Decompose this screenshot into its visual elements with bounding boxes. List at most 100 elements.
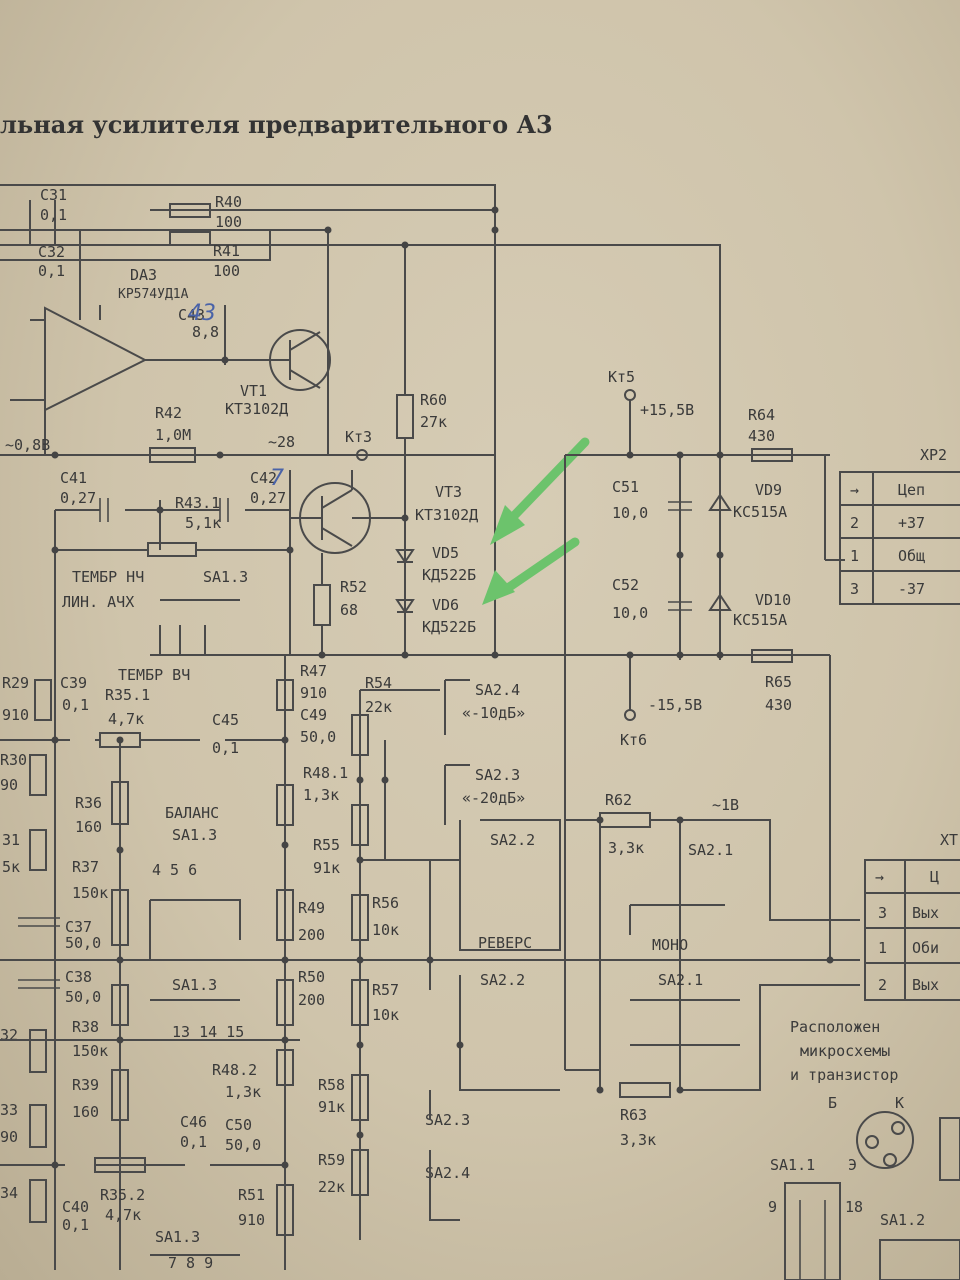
label-mono: МОНО (652, 936, 688, 954)
label-r56: R56 (372, 894, 399, 912)
label-c42-value: 0,27 (250, 489, 286, 507)
label-revers: РЕВЕРС (478, 934, 532, 952)
label-sa2-1-a: SA2.1 (688, 841, 733, 859)
testpoint-kt6 (624, 709, 636, 721)
resistor-r36 (111, 781, 129, 825)
label-location-3: и транзистор (790, 1066, 898, 1084)
potentiometer-r35-2 (94, 1157, 146, 1173)
label-kt6: Кт6 (620, 731, 647, 749)
label-r35-1: R35.1 (105, 686, 150, 704)
xp2-row-4-text: -37 (898, 580, 925, 598)
label-location-2: микросхемы (800, 1042, 890, 1060)
label-vd6: VD6 (432, 596, 459, 614)
resistor-r33 (29, 1104, 47, 1148)
resistor-r65 (751, 649, 793, 663)
resistor-r34 (29, 1179, 47, 1223)
label-c51: C51 (612, 478, 639, 496)
label-r59-value: 22к (318, 1178, 345, 1196)
label-c41-value: 0,27 (60, 489, 96, 507)
resistor-r31 (29, 829, 47, 871)
label-pin-k: К (895, 1094, 904, 1112)
label-sa1-3-d: SA1.3 (155, 1228, 200, 1246)
diode-vd5 (395, 549, 415, 564)
xp2-row-2-num: 2 (850, 514, 859, 532)
label-c43-value: 8,8 (192, 323, 219, 341)
resistor-r37 (111, 889, 129, 946)
label-r62: R62 (605, 791, 632, 809)
xp2-row-1-num: → (850, 481, 859, 499)
label-pin-b: Б (828, 1094, 837, 1112)
label-da3: DA3 (130, 266, 157, 284)
resistor-r64 (751, 448, 793, 462)
label-c46-value: 0,1 (180, 1133, 207, 1151)
label-vt3: VT3 (435, 483, 462, 501)
label-r33-value: 90 (0, 1128, 18, 1146)
pin-b-circle (865, 1135, 879, 1149)
label-r38: R38 (72, 1018, 99, 1036)
label-r36: R36 (75, 794, 102, 812)
label-r50: R50 (298, 968, 325, 986)
label-r43-1-value: 5,1к (185, 514, 221, 532)
label-c39: C39 (60, 674, 87, 692)
label-r49: R49 (298, 899, 325, 917)
label-r48-2-value: 1,3к (225, 1083, 261, 1101)
label-c37: C37 (65, 918, 92, 936)
label-r58-value: 91к (318, 1098, 345, 1116)
resistor-r39 (111, 1069, 129, 1121)
label-r60-value: 27к (420, 413, 447, 431)
label-c52: C52 (612, 576, 639, 594)
label-sa1-3-a: SA1.3 (203, 568, 248, 586)
label-r32: 32 (0, 1026, 18, 1044)
resistor-r54 (351, 714, 369, 756)
label-r62-value: 3,3к (608, 839, 644, 857)
xt-row-3-num: 1 (878, 939, 887, 957)
pin-k-circle (891, 1121, 905, 1135)
resistor-r47 (276, 679, 294, 711)
label-r65: R65 (765, 673, 792, 691)
label-sa2-1-b: SA2.1 (658, 971, 703, 989)
label-xt: ХТ (940, 831, 958, 849)
resistor-r32 (29, 1029, 47, 1073)
label-r56-value: 10к (372, 921, 399, 939)
label-kt5: Кт5 (608, 368, 635, 386)
label-r36-value: 160 (75, 818, 102, 836)
label-r57: R57 (372, 981, 399, 999)
label-r30-value: 90 (0, 776, 18, 794)
label-c38-value: 50,0 (65, 988, 101, 1006)
label-r40: R40 (215, 193, 242, 211)
label-plus-15-5: +15,5В (640, 401, 694, 419)
resistor-r29 (34, 679, 52, 721)
label-r31: 31 (2, 831, 20, 849)
label-r29: R29 (2, 674, 29, 692)
resistor-r30 (29, 754, 47, 796)
label-pin-e: Э (848, 1156, 857, 1174)
xp2-row-1-text: Цеп (898, 481, 925, 499)
label-c40: C40 (62, 1198, 89, 1216)
label-r55-value: 91к (313, 859, 340, 877)
testpoint-kt3 (356, 449, 368, 461)
label-sa1-1: SA1.1 (770, 1156, 815, 1174)
top-wires (0, 184, 721, 655)
opamp-da3 (44, 306, 148, 412)
label-r39: R39 (72, 1076, 99, 1094)
label-xp2: XP2 (920, 446, 947, 464)
label-sa1-1-pin-9: 9 (768, 1198, 777, 1216)
annotation-arrow-vd6 (500, 537, 580, 595)
xt-row-1-text: Ц (930, 868, 939, 886)
label-r34: 34 (0, 1184, 18, 1202)
label-minus-20db: «-20дБ» (462, 789, 525, 807)
resistor-r51 (276, 1184, 294, 1236)
label-c45: C45 (212, 711, 239, 729)
label-vd5-type: КД522Б (422, 566, 476, 584)
switch-sa1-2-footprint (879, 1239, 960, 1280)
label-r33: 33 (0, 1101, 18, 1119)
label-c38: C38 (65, 968, 92, 986)
label-sa2-3-a: SA2.3 (475, 766, 520, 784)
label-r30: R30 (0, 751, 27, 769)
label-c52-value: 10,0 (612, 604, 648, 622)
resistor-r55 (351, 804, 369, 846)
label-c31-value: 0,1 (40, 206, 67, 224)
label-r51: R51 (238, 1186, 265, 1204)
potentiometer-r43-1 (147, 542, 197, 557)
